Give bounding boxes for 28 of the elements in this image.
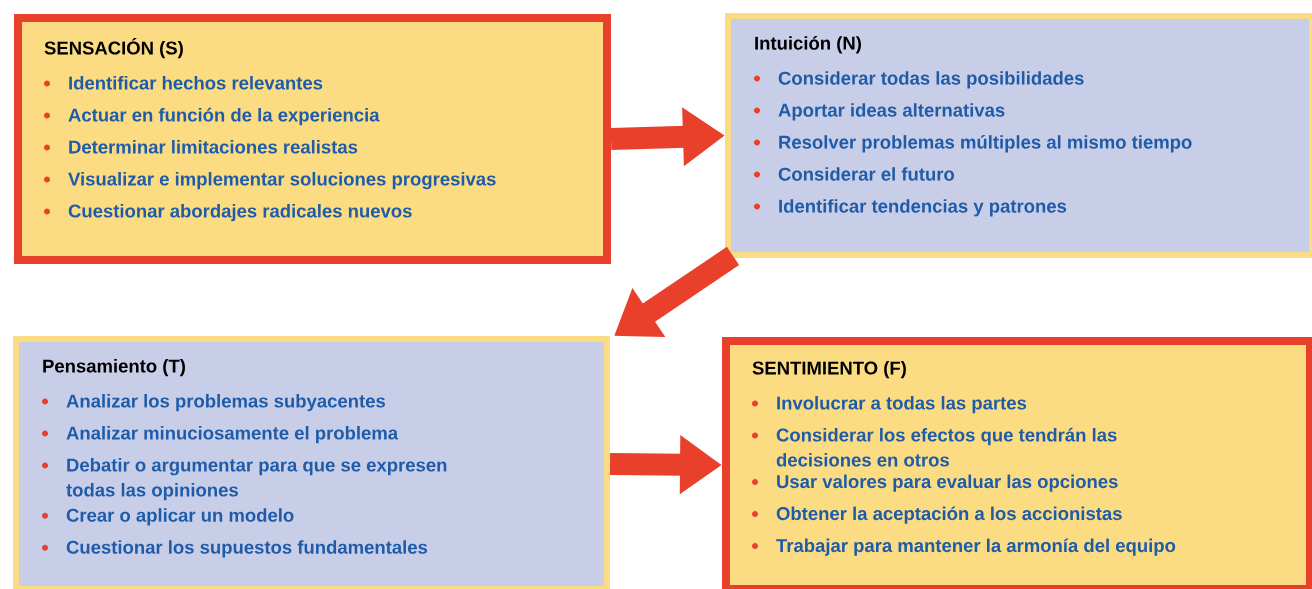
bullet-item: Debatir o argumentar para que se expresen todas las opiniones xyxy=(66,458,447,501)
bullet-item: Obtener la aceptación a los accionistas xyxy=(776,506,1122,524)
trait-box xyxy=(725,13,1312,258)
bullet-item: Trabajar para mantener la armonía del equipo xyxy=(776,538,1176,556)
bullet-item: Determinar limitaciones realistas xyxy=(69,140,358,154)
trait-box xyxy=(722,337,1312,589)
bullet-item: Visualizar e implementar soluciones progresivas xyxy=(68,172,496,190)
bullet-item: Crear o aplicar un modelo xyxy=(66,508,294,526)
bullet-item: Identificar hechos relevantes xyxy=(69,76,323,90)
bullet-item: Resolver problemas múltiples al mismo tiempo xyxy=(779,135,1192,153)
box-heading: Intuición (N) xyxy=(755,36,861,54)
trait-box xyxy=(13,336,610,589)
bullet-item: Cuestionar abordajes radicales nuevos xyxy=(68,204,412,222)
bullet-item: Actuar en función de la experiencia xyxy=(68,107,380,126)
bullet-item: Cuestionar los supuestos fundamentales xyxy=(66,540,428,558)
box-heading: Pensamiento (T) xyxy=(43,359,185,377)
bullet-item: Analizar los problemas subyacentes xyxy=(66,394,385,412)
bullet-item: Identificar tendencias y patrones xyxy=(779,199,1067,217)
bullet-item: Considerar el futuro xyxy=(778,167,955,181)
trait-box xyxy=(14,14,611,264)
bullet-item: Considerar los efectos que tendrán las decisiones en otros xyxy=(776,427,1117,467)
bullet-item: Analizar minuciosamente el problema xyxy=(66,426,399,444)
bullet-item: Usar valores para evaluar las opciones xyxy=(777,474,1118,492)
box-heading: SENTIMIENTO (F) xyxy=(752,361,906,379)
bullet-item: Considerar todas las posibilidades xyxy=(778,71,1084,89)
bullet-item: Involucrar a todas las partes xyxy=(777,396,1027,414)
box-heading: SENSACIÓN (S) xyxy=(44,38,183,59)
bullet-item: Aportar ideas alternativas xyxy=(778,103,1005,121)
